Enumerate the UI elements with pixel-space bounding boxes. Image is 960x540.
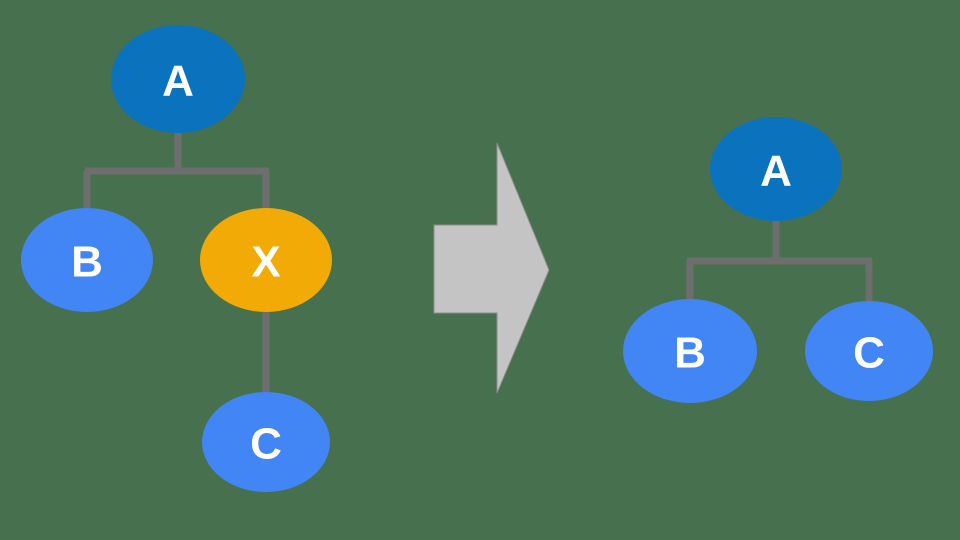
node-b-before-shape[interactable]	[21, 208, 153, 312]
node-a-after-label: A	[760, 147, 792, 196]
after-edges	[686, 218, 873, 304]
node-c-before-label: C	[250, 420, 282, 469]
transform-arrow	[433, 142, 550, 394]
before-edges	[83, 130, 270, 396]
node-x-before[interactable]: X	[200, 208, 332, 312]
node-c-after-label: C	[853, 329, 885, 378]
node-c-after[interactable]: C	[805, 301, 933, 401]
right-arrow-icon	[433, 142, 550, 394]
node-a-before-shape[interactable]	[111, 25, 245, 133]
node-a-after[interactable]: A	[710, 117, 842, 221]
before-tree: A B X C	[21, 25, 332, 492]
node-c-after-shape[interactable]	[805, 301, 933, 401]
node-b-after[interactable]: B	[623, 299, 757, 403]
node-b-before-label: B	[71, 238, 103, 287]
after-tree: A B C	[623, 117, 933, 403]
node-x-before-shape[interactable]	[200, 208, 332, 312]
node-c-before[interactable]: C	[202, 392, 330, 492]
node-b-before[interactable]: B	[21, 208, 153, 312]
node-a-before-label: A	[162, 57, 194, 106]
node-a-before[interactable]: A	[111, 25, 245, 133]
node-a-after-shape[interactable]	[710, 117, 842, 221]
node-b-after-label: B	[674, 329, 706, 378]
node-b-after-shape[interactable]	[623, 299, 757, 403]
node-x-before-label: X	[251, 238, 280, 287]
node-c-before-shape[interactable]	[202, 392, 330, 492]
